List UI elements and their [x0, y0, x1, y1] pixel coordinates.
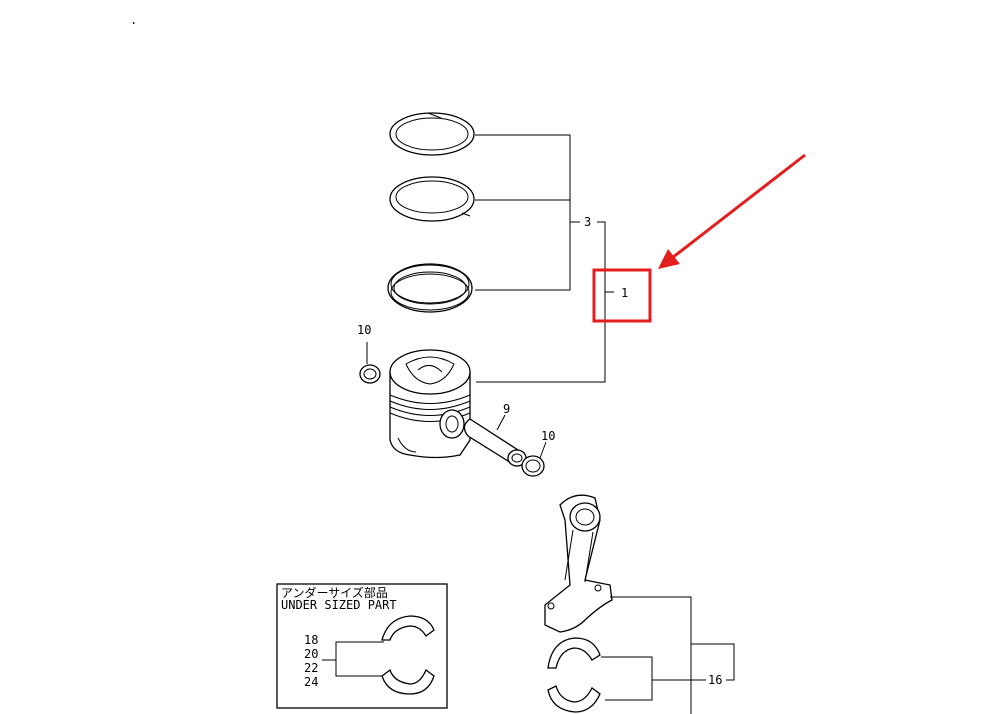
piston-ring-oil: [387, 263, 473, 313]
pin-clip-right: [521, 441, 547, 477]
leader-conrod-bearing: [601, 596, 735, 714]
piston-ring-second: [389, 176, 475, 222]
inset-title-en: UNDER SIZED PART: [281, 598, 397, 612]
conrod-bearing-upper: [547, 637, 601, 669]
pin-clip-left: [359, 342, 381, 384]
inset-part-20: 20: [304, 647, 318, 661]
callout-piston-pin: 9: [503, 402, 510, 416]
callout-ring-set: 3: [584, 215, 591, 229]
callout-conrod-bearing: 16: [708, 673, 722, 687]
piston-pin: [463, 414, 527, 467]
callout-piston-assembly: 1: [621, 286, 628, 300]
inset-part-22: 22: [304, 661, 318, 675]
highlight-box: [592, 268, 652, 323]
piston-ring-top: [389, 112, 475, 156]
inset-part-18: 18: [304, 633, 318, 647]
conrod-bearing-lower: [547, 685, 601, 713]
connecting-rod: [544, 494, 613, 633]
leader-ring-set: [475, 134, 614, 383]
red-arrow-icon: [658, 153, 806, 269]
inset-part-24: 24: [304, 675, 318, 689]
corner-mark: .: [130, 13, 137, 27]
callout-pin-clip-left: 10: [357, 323, 371, 337]
undersize-inset: アンダーサイズ部品 UNDER SIZED PART 18 20 22 24: [276, 583, 448, 709]
piston: [389, 349, 471, 459]
inset-title-jp: アンダーサイズ部品: [281, 585, 388, 600]
callout-pin-clip-right: 10: [541, 429, 555, 443]
